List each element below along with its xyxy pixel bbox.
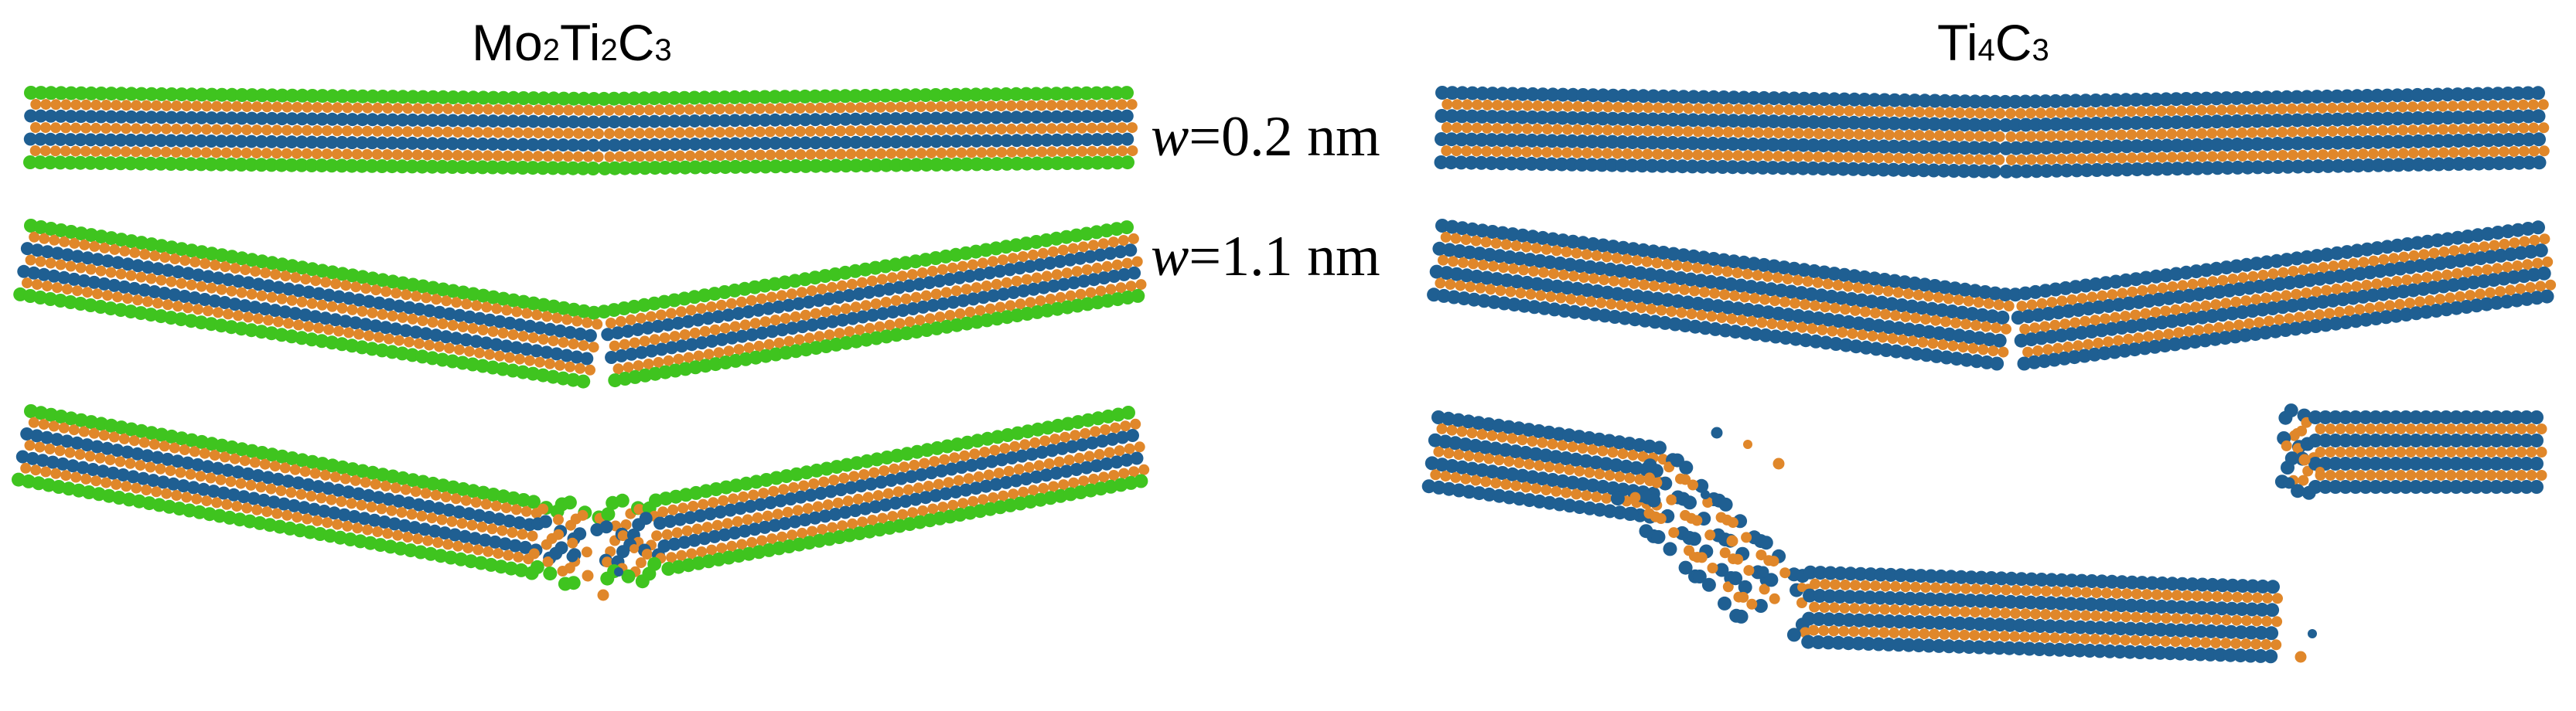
mo2ti2c3-slab-bent <box>13 219 1147 389</box>
ti4c3-slab-fracture-main <box>1421 410 2283 664</box>
width-label-row1: w=0.2 nm <box>1151 105 1380 168</box>
mo2ti2c3-slab-flat <box>23 86 1138 175</box>
ti4c3-slab-flat <box>1434 86 2550 179</box>
panel-title-ti4c3: Ti4C3 <box>1937 14 2049 71</box>
mo2ti2c3-slab-fracture-left <box>12 404 592 591</box>
loose-atoms <box>566 427 2325 663</box>
ti4c3-slab-fracture-piece <box>2274 403 2547 500</box>
ti4c3-slab-bent <box>1427 219 2557 371</box>
width-label-row2: w=1.1 nm <box>1151 225 1380 288</box>
panel-title-mo2ti2c3: Mo2Ti2C3 <box>472 14 672 71</box>
mo2ti2c3-slab-fracture-right <box>590 406 1150 589</box>
